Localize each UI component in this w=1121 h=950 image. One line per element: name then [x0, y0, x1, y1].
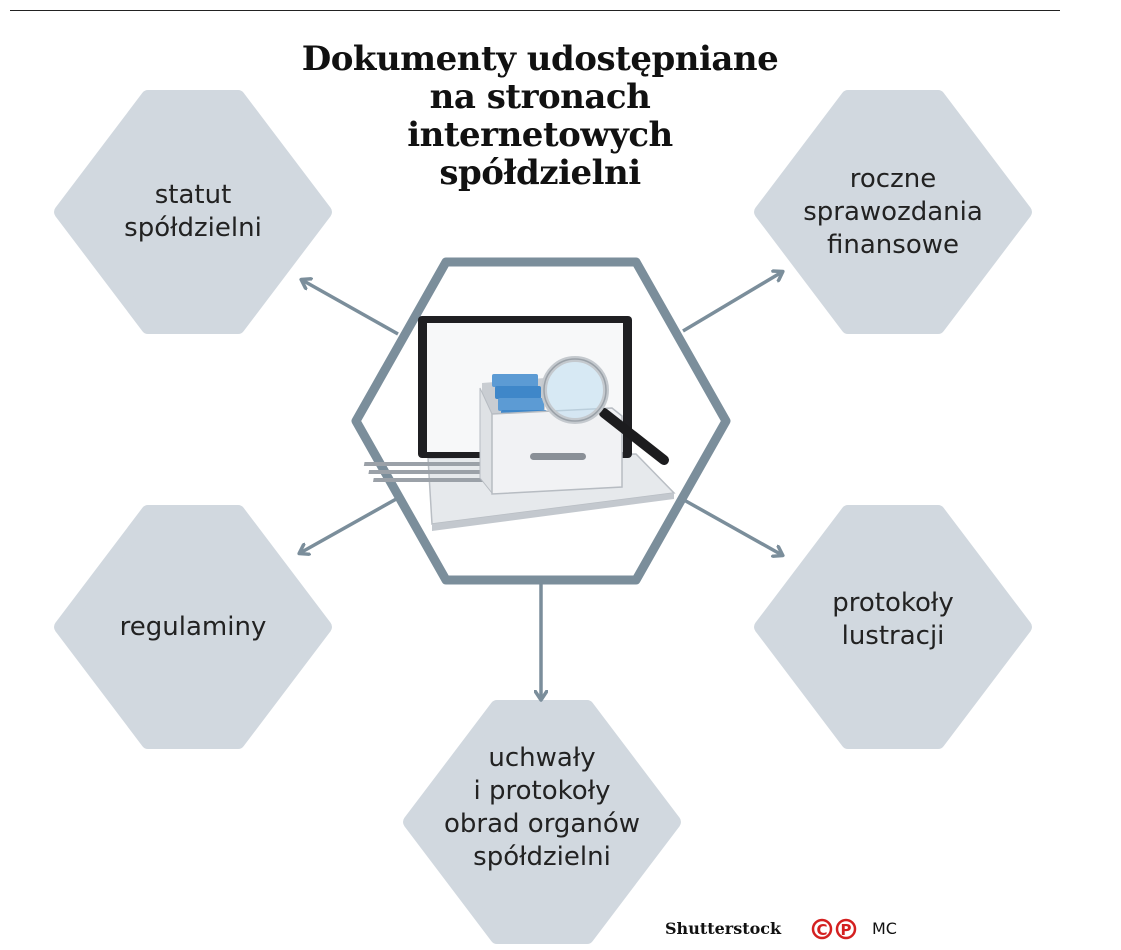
arrow-to-sprawozdania	[682, 272, 782, 333]
node-protokoly-line-2: lustracji	[841, 621, 945, 651]
node-label-statut: statut spółdzielni	[78, 150, 308, 274]
node-label-sprawozdania: roczne sprawozdania finansowe	[778, 150, 1008, 274]
title-line-4: spółdzielni	[439, 153, 641, 193]
node-label-protokoly: protokoły lustracji	[778, 558, 1008, 682]
laptop-file-drawer-magnifier-icon	[363, 316, 676, 531]
svg-text:C: C	[816, 921, 827, 939]
diagram-title: Dokumenty udostępniane na stronach inter…	[290, 40, 790, 192]
node-label-uchwaly: uchwały i protokoły obrad organów spółdz…	[422, 736, 662, 880]
node-uchwaly-line-2: i protokoły	[473, 776, 611, 806]
hexagon-protokoly	[754, 505, 1032, 749]
arrow-to-regulaminy	[300, 496, 399, 553]
node-label-regulaminy: regulaminy	[78, 565, 308, 689]
top-rule	[10, 10, 1060, 11]
node-statut-line-2: spółdzielni	[124, 213, 262, 243]
node-uchwaly-line-4: spółdzielni	[473, 842, 611, 872]
node-sprawozdania-line-1: roczne	[849, 163, 937, 194]
title-line-3: internetowych	[407, 115, 673, 155]
copyright-phonogram-icon: C P	[811, 918, 857, 940]
hexagon-statut	[54, 90, 332, 334]
hexagon-sprawozdania	[754, 90, 1032, 334]
svg-text:P: P	[841, 921, 852, 939]
node-regulaminy-line-1: regulaminy	[119, 611, 267, 642]
arrow-to-statut	[302, 280, 399, 336]
title-line-2: na stronach	[429, 77, 651, 117]
title-line-1: Dokumenty udostępniane	[301, 39, 779, 79]
credit-author: MC	[872, 919, 897, 938]
node-sprawozdania-line-2: sprawozdania	[803, 196, 983, 227]
node-uchwaly-line-1: uchwały	[488, 743, 596, 773]
hexagon-regulaminy	[54, 505, 332, 749]
node-statut-line-1: statut	[154, 180, 232, 210]
node-uchwaly-line-3: obrad organów	[443, 809, 641, 839]
hexagon-uchwaly	[403, 700, 681, 944]
credit-source: Shutterstock	[665, 919, 782, 938]
node-sprawozdania-line-3: finansowe	[827, 229, 959, 260]
node-protokoly-line-1: protokoły	[832, 588, 954, 618]
arrow-to-protokoly	[683, 498, 782, 555]
